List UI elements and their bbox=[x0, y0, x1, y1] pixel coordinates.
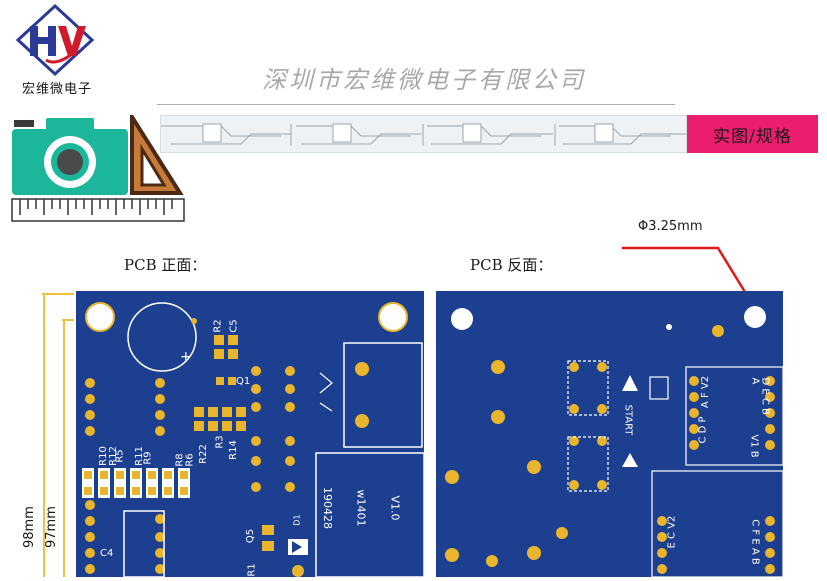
svg-text:+: + bbox=[180, 349, 192, 365]
silk-seg-e: E C V2 bbox=[666, 515, 678, 549]
silk-c4: C4 bbox=[100, 548, 114, 559]
silk-r14: R14 bbox=[227, 440, 239, 460]
silk-q5: Q5 bbox=[245, 528, 257, 544]
silk-r1: R1 bbox=[246, 563, 258, 577]
silk-version: V1.0 bbox=[388, 495, 402, 521]
silk-date: 190428 bbox=[321, 487, 334, 529]
company-logo bbox=[15, 3, 95, 77]
silk-r5: R5 bbox=[114, 449, 126, 463]
logo-caption: 宏维微电子 bbox=[21, 82, 92, 97]
silk-start: START bbox=[622, 404, 634, 436]
dimension-98: 98mm bbox=[22, 506, 37, 548]
back-label: PCB 反面： bbox=[470, 256, 553, 274]
company-name: 深圳市宏维微电子有限公司 bbox=[262, 66, 586, 94]
silk-seg-a: A F V2 bbox=[700, 375, 712, 409]
silk-model: w1401 bbox=[354, 489, 368, 527]
silk-q1: Q1 bbox=[236, 376, 251, 387]
silk-r3: R3 bbox=[214, 435, 226, 449]
spec-badge: 实图/规格 bbox=[687, 115, 818, 153]
silk-seg-b: C D P bbox=[697, 416, 709, 444]
front-label: PCB 正面： bbox=[124, 256, 207, 274]
dimension-97: 97mm bbox=[44, 506, 59, 548]
silk-r2: R2 bbox=[212, 319, 224, 333]
silk-seg-c: D E C B A bbox=[749, 377, 771, 415]
silk-seg-f: C F E A B bbox=[749, 519, 761, 565]
silk-r22: R22 bbox=[197, 444, 209, 464]
silk-r6: R6 bbox=[184, 453, 196, 467]
camera-ruler-icon bbox=[10, 110, 186, 223]
pcb-front-board: + bbox=[76, 291, 424, 577]
pcb-back-board: START A F V2 C D P D E C B A V1 B E C V2… bbox=[436, 291, 783, 577]
header-divider bbox=[157, 104, 675, 105]
circuit-banner bbox=[160, 115, 687, 153]
silk-c5: C5 bbox=[228, 319, 240, 333]
hole-leader-line bbox=[622, 246, 758, 311]
silk-r9: R9 bbox=[142, 451, 154, 465]
dimension-guide bbox=[38, 290, 78, 577]
silk-seg-d: V1 B bbox=[748, 434, 760, 458]
silk-d1: D1 bbox=[292, 514, 302, 526]
hole-dimension-label: Φ3.25mm bbox=[638, 219, 703, 234]
